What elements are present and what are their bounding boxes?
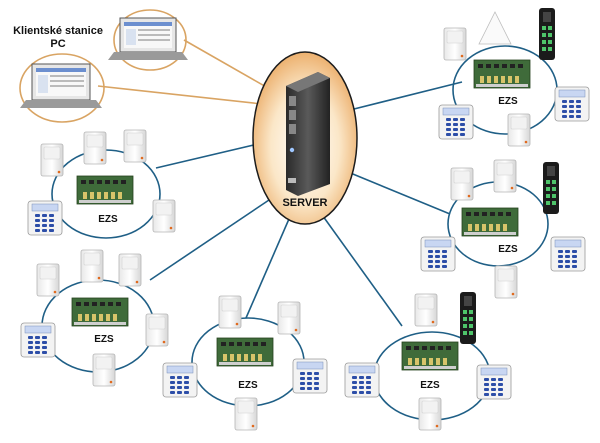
keypad-icon (550, 236, 586, 272)
pir-sensor-icon (123, 129, 147, 163)
ezs-label-middle-right: EZS (498, 244, 518, 255)
pir-sensor-icon (118, 253, 142, 287)
pir-sensor-icon (92, 353, 116, 387)
keypad-icon (438, 104, 474, 140)
server-label: SERVER (282, 197, 327, 209)
laptop-icon-2 (20, 63, 102, 108)
keypad-icon (420, 236, 456, 272)
keypad-icon (344, 362, 380, 398)
control-panel-board-icon (401, 341, 459, 371)
client-stations-title-line1: Klientské stanice (13, 25, 103, 37)
laptop-icon-1 (108, 17, 188, 60)
pir-sensor-icon (450, 167, 474, 201)
link-bottom-middle (245, 211, 293, 319)
keypad-icon (162, 362, 198, 398)
client-link-2 (97, 85, 263, 105)
pir-sensor-icon (36, 263, 60, 297)
control-panel-board-icon (216, 337, 274, 367)
pir-sensor-icon (414, 293, 438, 327)
client-oval-2 (19, 53, 105, 123)
server: SERVER (252, 51, 358, 225)
link-top-right (349, 81, 463, 111)
ezs-label-top-right: EZS (498, 96, 518, 107)
ezs-label-left-lower: EZS (94, 334, 114, 345)
pir-sensor-icon (493, 159, 517, 193)
siren-icon (478, 11, 512, 45)
pir-sensor-icon (234, 397, 258, 431)
pir-sensor-icon (40, 143, 64, 177)
pir-sensor-icon (145, 313, 169, 347)
control-panel-board-icon (473, 59, 531, 89)
link-left-lower (149, 197, 273, 281)
link-left-upper (155, 143, 259, 169)
ezs-label-bottom-right: EZS (420, 380, 440, 391)
ezs-label-left-upper: EZS (98, 214, 118, 225)
client-ovals (19, 9, 187, 123)
pir-sensor-icon (152, 199, 176, 233)
link-middle-right (347, 171, 451, 215)
client-stations-title-line2: PC (50, 38, 65, 50)
server-tower-icon (286, 72, 330, 196)
keypad-icon (554, 86, 590, 122)
pir-sensor-icon (277, 301, 301, 335)
network-links (149, 81, 463, 327)
devices (20, 8, 590, 431)
control-panel-board-icon (461, 207, 519, 237)
card-reader-icon (460, 292, 476, 344)
pir-sensor-icon (494, 265, 518, 299)
card-reader-icon (543, 162, 559, 214)
pir-sensor-icon (507, 113, 531, 147)
card-reader-icon (539, 8, 555, 60)
control-panel-board-icon (71, 297, 129, 327)
keypad-icon (292, 358, 328, 394)
keypad-icon (476, 364, 512, 400)
ezs-label-bottom-middle: EZS (238, 380, 258, 391)
keypad-icon (27, 200, 63, 236)
pir-sensor-icon (443, 27, 467, 61)
client-oval-1 (113, 9, 187, 71)
pir-sensor-icon (83, 131, 107, 165)
pir-sensor-icon (218, 295, 242, 329)
pir-sensor-icon (418, 397, 442, 431)
keypad-icon (20, 322, 56, 358)
control-panel-board-icon (76, 175, 134, 205)
link-bottom-right (319, 211, 403, 327)
pir-sensor-icon (80, 249, 104, 283)
